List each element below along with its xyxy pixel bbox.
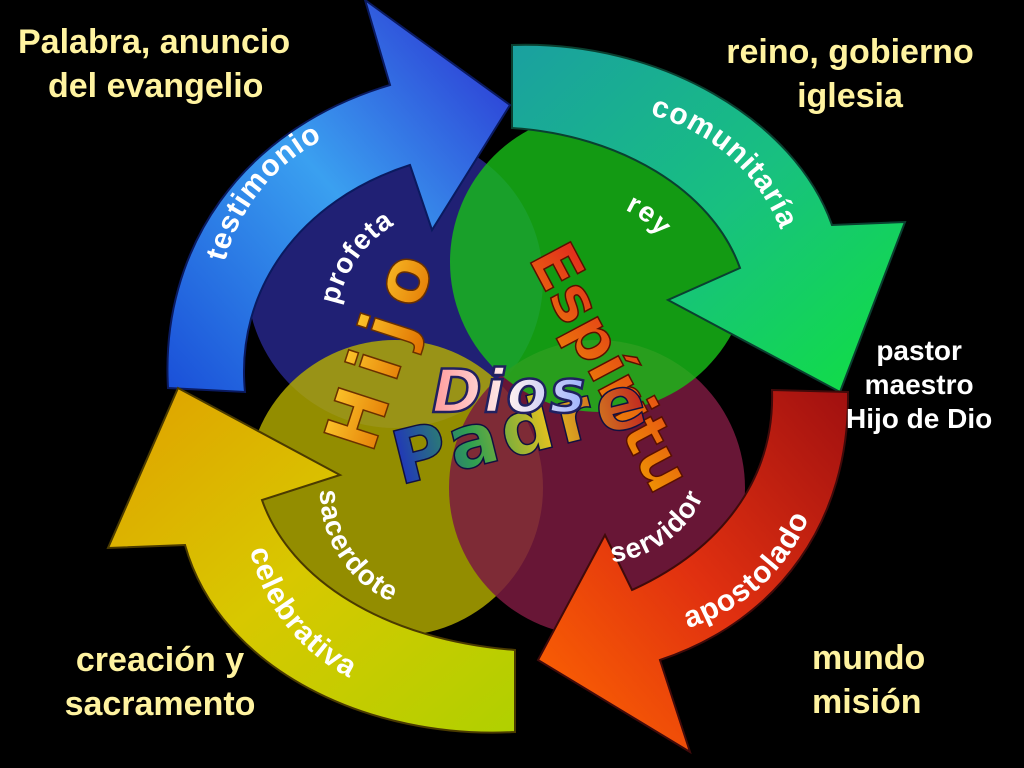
arrow-testimonio bbox=[166, 0, 512, 394]
corner-label-reino: reino, gobierno iglesia bbox=[690, 30, 1010, 118]
corner-line: sacramento bbox=[64, 685, 256, 723]
corner-line: Palabra, anuncio bbox=[18, 23, 291, 61]
corner-line: reino, gobierno bbox=[726, 33, 974, 71]
arrow-celebrativa bbox=[106, 386, 516, 734]
corner-label-creacion: creación y sacramento bbox=[30, 638, 290, 726]
corner-line: misión bbox=[812, 683, 922, 721]
corner-line: iglesia bbox=[797, 77, 903, 115]
corner-line: mundo bbox=[812, 639, 926, 677]
circle-servidor bbox=[449, 340, 745, 636]
center-word-dios: Dios bbox=[432, 357, 587, 427]
corner-line: creación y bbox=[75, 641, 245, 679]
side-label-pastor: pastor maestro Hijo de Dio bbox=[846, 334, 992, 436]
side-line: pastor bbox=[876, 335, 962, 366]
arrow-comunitaria bbox=[511, 43, 907, 394]
side-line: Hijo de Dio bbox=[846, 403, 993, 434]
side-line: maestro bbox=[864, 369, 974, 400]
arrow-apostolado bbox=[536, 388, 850, 755]
corner-label-palabra: Palabra, anuncio del evangelio bbox=[18, 20, 290, 108]
corner-label-mundo: mundo misión bbox=[812, 636, 925, 724]
corner-line: del evangelio bbox=[48, 67, 264, 105]
circle-rey bbox=[450, 112, 750, 412]
